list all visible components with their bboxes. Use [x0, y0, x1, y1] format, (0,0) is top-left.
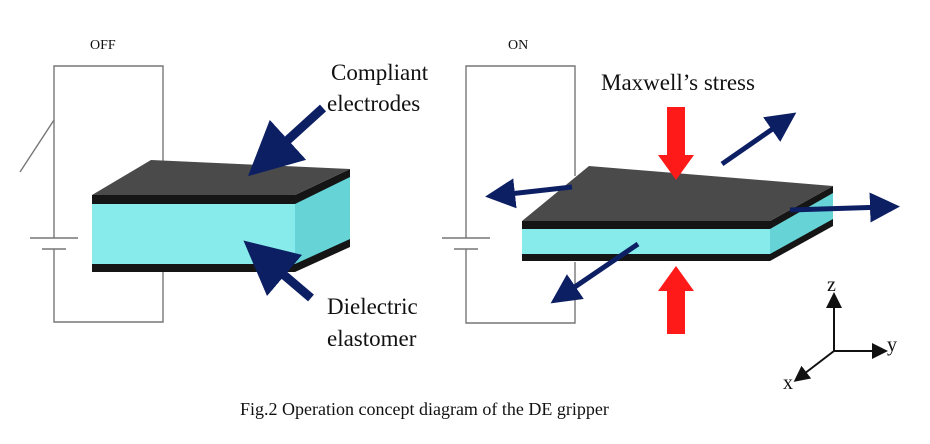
on-state-label: ON — [508, 38, 529, 53]
maxwell-stress-label: Maxwell’s stress — [601, 70, 755, 95]
dielectric-elastomer-arrow — [243, 240, 314, 302]
x-axis-line — [793, 350, 835, 382]
maxwell-stress-arrow-up — [658, 266, 694, 334]
off-circuit — [19, 65, 164, 323]
off-state-label: OFF — [90, 38, 116, 53]
expansion-arrow-back — [720, 112, 797, 167]
off-bottom-electrode-right — [295, 239, 350, 272]
on-top-electrode-face — [522, 166, 833, 221]
on-de-block — [522, 166, 833, 261]
on-wire-top — [465, 65, 576, 238]
maxwell-stress-arrow-down — [658, 107, 694, 180]
figure-caption: Fig.2 Operation concept diagram of the D… — [240, 399, 609, 419]
off-wire-bottom — [53, 249, 164, 323]
compliant-electrodes-label-line1: Compliant — [331, 60, 429, 85]
expansion-arrow-left — [485, 178, 573, 209]
expansion-arrow-front — [550, 241, 640, 304]
y-axis-label: y — [887, 334, 897, 356]
z-axis-label: z — [827, 274, 836, 296]
off-wire-top — [53, 65, 164, 200]
on-bottom-electrode-front — [522, 254, 770, 261]
off-top-electrode-front — [92, 195, 295, 204]
compliant-electrodes-label-line2: electrodes — [327, 91, 421, 116]
expansion-arrow-right — [789, 192, 900, 223]
on-top-electrode-front — [522, 221, 770, 229]
dielectric-elastomer-label-line2: elastomer — [327, 326, 417, 351]
x-axis-label: x — [783, 372, 793, 394]
on-elastomer-side — [522, 225, 770, 258]
off-switch-icon — [19, 119, 55, 173]
off-de-block — [92, 160, 350, 272]
dielectric-elastomer-label-line1: Dielectric — [327, 294, 418, 319]
axes-icon — [793, 292, 888, 382]
off-top-electrode-right — [295, 169, 350, 204]
off-annotation-arrows — [243, 104, 327, 302]
on-bottom-electrode-right — [770, 219, 833, 261]
compliant-electrodes-arrow — [248, 104, 327, 177]
expansion-arrows — [485, 112, 900, 304]
off-bottom-electrode-front — [92, 264, 295, 272]
maxwell-stress-arrows — [658, 107, 694, 334]
